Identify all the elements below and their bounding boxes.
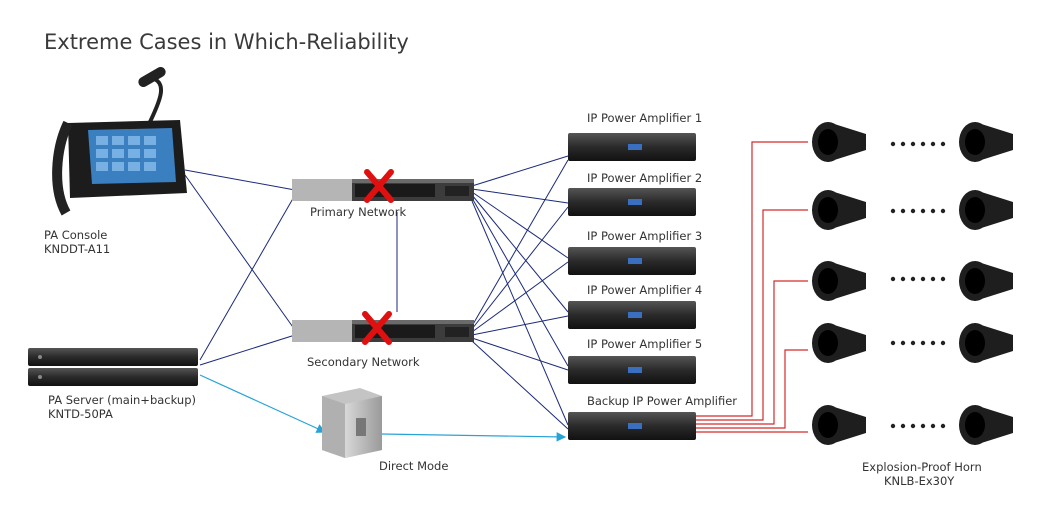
horn-model: KNLB-Ex30Y (884, 474, 955, 488)
horn-icon (959, 190, 1013, 230)
amplifier-label: IP Power Amplifier 3 (587, 229, 703, 243)
primary-network-label: Primary Network (310, 205, 407, 219)
pa-server (28, 348, 198, 386)
amplifier-unit (568, 133, 696, 161)
horn-array (812, 122, 1013, 445)
amplifier-label: IP Power Amplifier 1 (587, 111, 703, 125)
direct-mode-links (199, 374, 567, 442)
speaker-links (696, 141, 808, 433)
amplifier-unit (568, 356, 696, 384)
direct-mode-device (322, 388, 382, 458)
secondary-network-label: Secondary Network (307, 355, 420, 369)
amplifier-unit (568, 188, 696, 216)
diagram-title: Extreme Cases in Which-Reliability (44, 30, 409, 54)
horn-icon (812, 122, 866, 162)
ellipsis-dots (890, 141, 946, 429)
horn-name: Explosion-Proof Horn (862, 460, 982, 474)
amplifier-unit (568, 247, 696, 275)
horn-icon (812, 405, 866, 445)
horn-icon (959, 405, 1013, 445)
amplifier-label: Backup IP Power Amplifier (587, 394, 738, 408)
horn-icon (959, 122, 1013, 162)
amplifier-unit (568, 412, 696, 440)
network-links (184, 155, 569, 430)
horn-icon (959, 261, 1013, 301)
horn-icon (812, 190, 866, 230)
amplifier-unit (568, 301, 696, 329)
server-name: PA Server (main+backup) (48, 393, 196, 407)
horn-icon (812, 261, 866, 301)
console-model: KNDDT-A11 (44, 242, 111, 256)
fail-mark-primary (364, 169, 394, 203)
horn-icon (812, 323, 866, 363)
server-model: KNTD-50PA (48, 407, 113, 421)
direct-mode-label: Direct Mode (379, 459, 449, 473)
horn-icon (959, 323, 1013, 363)
pa-console (52, 67, 187, 216)
amplifier-label: IP Power Amplifier 5 (587, 337, 703, 351)
amplifier-label: IP Power Amplifier 2 (587, 171, 703, 185)
amplifier-label: IP Power Amplifier 4 (587, 283, 703, 297)
fail-mark-secondary (362, 311, 392, 345)
console-name: PA Console (44, 228, 108, 242)
amplifier-stack (568, 133, 696, 440)
